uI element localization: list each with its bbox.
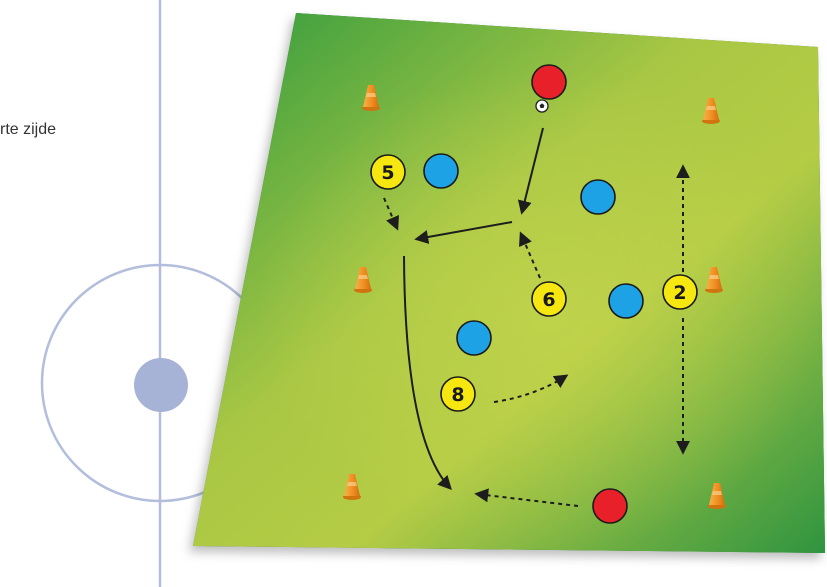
blue-player-blue-4-disc: [457, 321, 491, 355]
blue-player-blue-3: [609, 284, 643, 318]
blue-player-blue-1: [424, 154, 458, 188]
center-spot: [134, 358, 188, 412]
pitch: [193, 13, 825, 553]
red-player-red-bottom-disc: [593, 489, 627, 523]
red-player-red-bottom: [593, 489, 627, 523]
blue-player-blue-2: [581, 180, 615, 214]
yellow-player-two: 2: [663, 275, 697, 309]
yellow-player-five: 5: [371, 155, 405, 189]
red-player-red-top-disc: [532, 65, 566, 99]
yellow-player-six: 6: [532, 282, 566, 316]
soccer-ball-icon: [536, 100, 548, 112]
red-player-red-top: [532, 65, 566, 99]
blue-player-blue-4: [457, 321, 491, 355]
blue-player-blue-3-disc: [609, 284, 643, 318]
yellow-player-five-number: 5: [381, 162, 394, 184]
blue-player-blue-1-disc: [424, 154, 458, 188]
yellow-player-eight-number: 8: [451, 384, 464, 406]
yellow-player-eight: 8: [441, 377, 475, 411]
yellow-player-two-number: 2: [673, 282, 686, 304]
yellow-player-six-number: 6: [542, 289, 555, 311]
pitch-highlight: [193, 13, 825, 553]
blue-player-blue-2-disc: [581, 180, 615, 214]
